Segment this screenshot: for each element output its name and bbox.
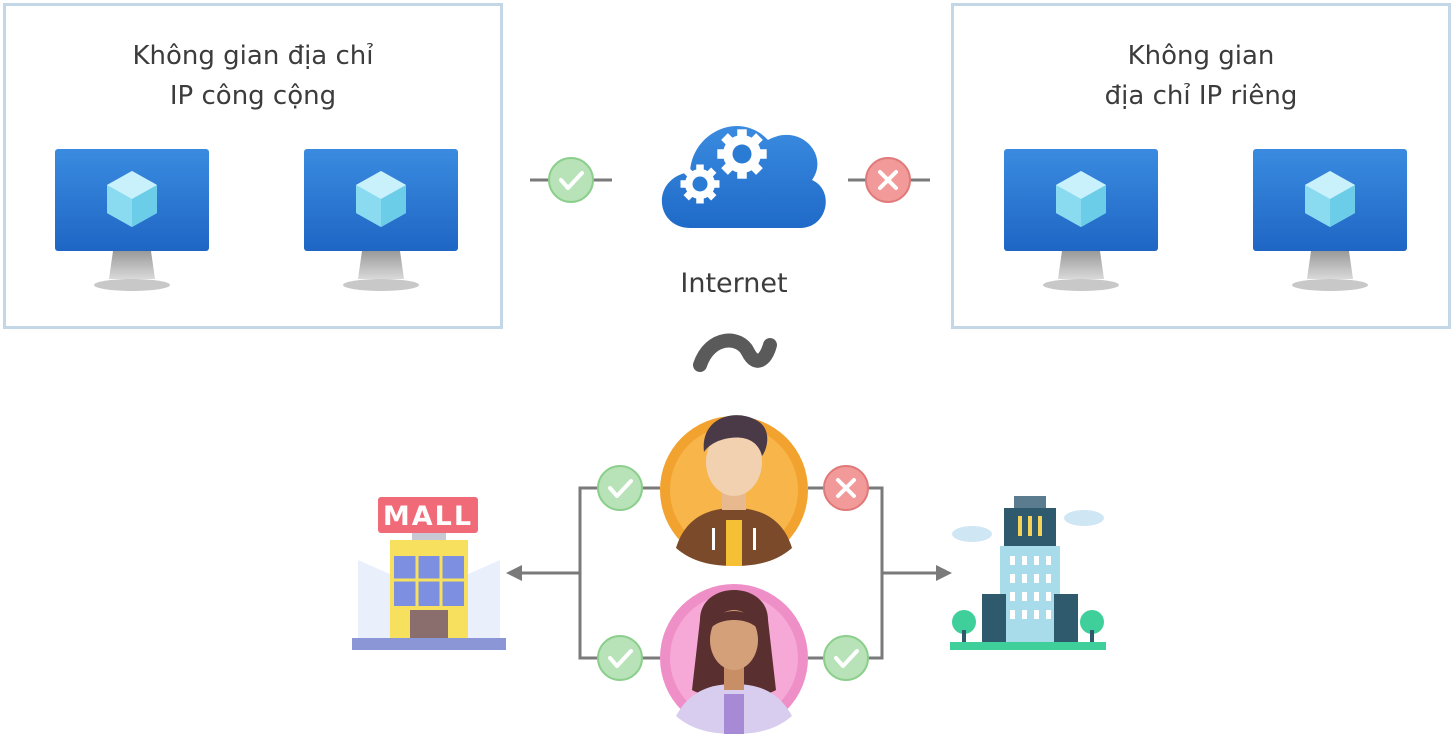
private-title-line2: địa chỉ IP riêng bbox=[1104, 81, 1298, 111]
mall-sign-text: MALL bbox=[383, 501, 473, 532]
private-title-line1: Không gian bbox=[1127, 41, 1275, 71]
monitor-icon bbox=[1004, 149, 1158, 291]
cross-icon bbox=[864, 156, 912, 204]
check-icon bbox=[596, 464, 644, 512]
man-avatar bbox=[660, 415, 808, 566]
mall-building-icon bbox=[352, 497, 506, 650]
cross-icon bbox=[822, 464, 870, 512]
left-bracket-connector bbox=[516, 486, 660, 660]
public-title-line1: Không gian địa chỉ bbox=[132, 41, 374, 71]
office-building-icon bbox=[950, 496, 1106, 650]
monitor-icon bbox=[1253, 149, 1407, 291]
arrow-to-office bbox=[936, 565, 952, 581]
public-ip-space-title: Không gian địa chỉ IP công cộng bbox=[6, 36, 500, 116]
check-icon bbox=[822, 634, 870, 682]
monitor-icon bbox=[304, 149, 458, 291]
tilde-icon bbox=[693, 333, 777, 372]
check-icon bbox=[547, 156, 595, 204]
arrow-to-mall bbox=[506, 565, 522, 581]
right-bracket-connector bbox=[808, 486, 940, 660]
monitor-icon bbox=[55, 149, 209, 291]
check-icon bbox=[596, 634, 644, 682]
private-ip-space-title: Không gian địa chỉ IP riêng bbox=[954, 36, 1448, 116]
internet-label: Internet bbox=[680, 268, 788, 299]
cloud-gears-icon bbox=[661, 126, 826, 228]
public-title-line2: IP công cộng bbox=[169, 81, 337, 111]
woman-avatar bbox=[660, 584, 808, 734]
